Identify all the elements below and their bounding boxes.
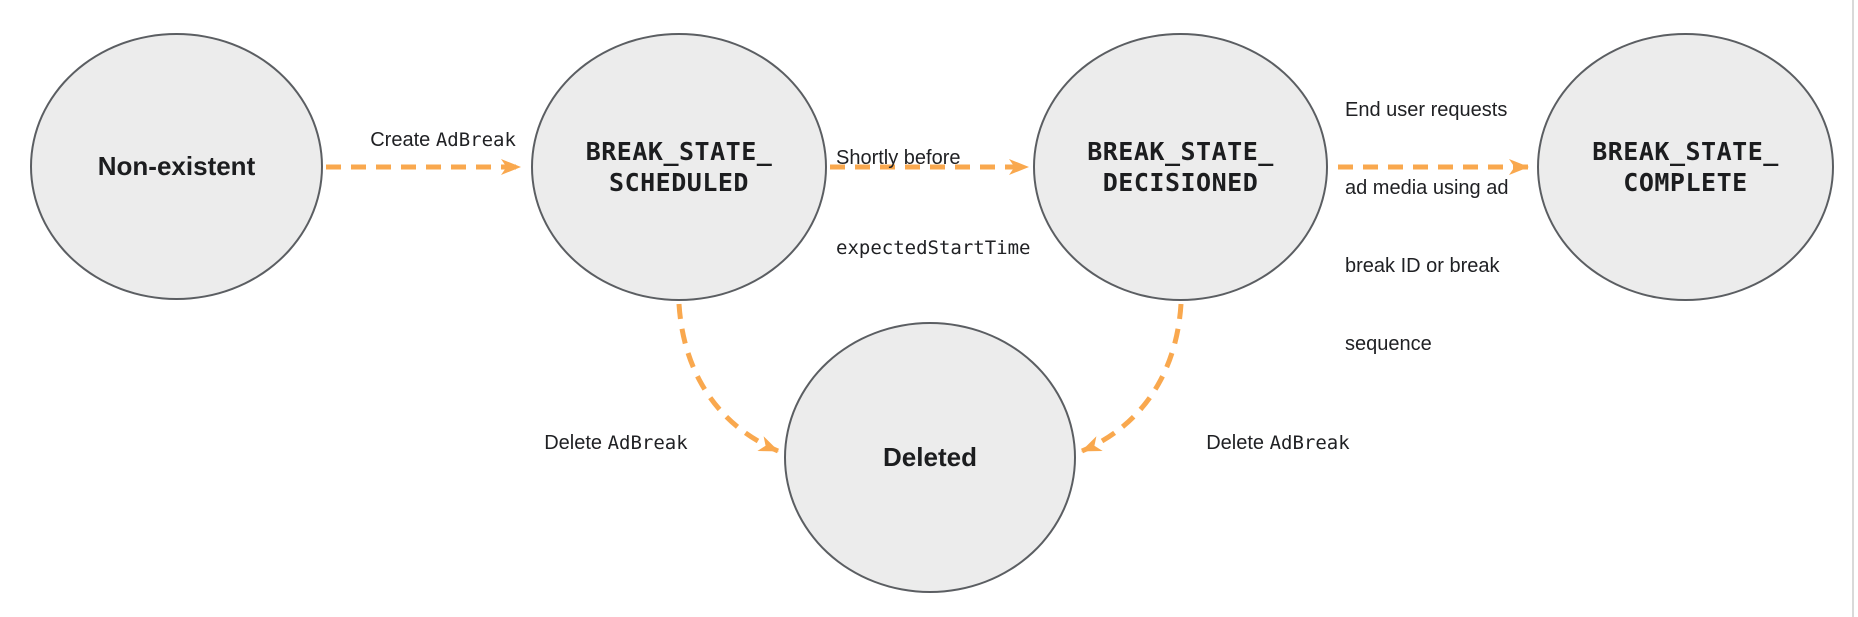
transition-label-text: Create — [370, 129, 436, 151]
state-label-line: BREAK_STATE_ — [1087, 137, 1274, 166]
state-node-break-state-complete: BREAK_STATE_ COMPLETE — [1537, 33, 1834, 301]
transition-label-delete-from-scheduled: Delete AdBreak — [522, 404, 688, 482]
transition-label-shortly-before: Shortly before expectedStartTime — [836, 83, 1030, 323]
state-label-break-state-complete: BREAK_STATE_ COMPLETE — [1592, 136, 1779, 198]
arrow-delete-from-scheduled — [676, 303, 779, 454]
transition-label-code: AdBreak — [435, 129, 516, 151]
state-node-deleted: Deleted — [784, 322, 1076, 593]
state-label-break-state-scheduled: BREAK_STATE_ SCHEDULED — [586, 136, 773, 198]
state-label-line: DECISIONED — [1102, 168, 1259, 197]
state-label-line: COMPLETE — [1623, 168, 1748, 197]
transition-label-line: sequence — [1345, 333, 1432, 355]
transition-label-line: ad media using ad — [1345, 177, 1509, 199]
state-node-break-state-decisioned: BREAK_STATE_ DECISIONED — [1033, 33, 1328, 301]
transition-label-create-adbreak: Create AdBreak — [348, 101, 516, 179]
arrow-delete-from-decisioned — [1081, 303, 1184, 454]
transition-label-code: AdBreak — [607, 432, 688, 454]
state-label-line: BREAK_STATE_ — [585, 137, 773, 166]
transition-label-text: Delete — [1206, 432, 1270, 454]
state-label-line: SCHEDULED — [609, 168, 749, 197]
state-node-non-existent: Non-existent — [30, 33, 323, 300]
page-edge-divider — [1852, 0, 1854, 617]
state-label-break-state-decisioned: BREAK_STATE_ DECISIONED — [1087, 136, 1274, 198]
transition-label-end-user-requests: End user requests ad media using ad brea… — [1345, 45, 1508, 409]
transition-label-line: End user requests — [1345, 99, 1508, 121]
transition-label-code: AdBreak — [1269, 432, 1350, 454]
state-label-non-existent: Non-existent — [97, 151, 256, 181]
transition-label-text: Shortly before — [836, 147, 961, 169]
transition-label-delete-from-decisioned: Delete AdBreak — [1184, 404, 1350, 482]
transition-label-code: expectedStartTime — [836, 237, 1031, 259]
transition-label-text: Delete — [544, 432, 608, 454]
state-label-deleted: Deleted — [883, 442, 977, 472]
state-label-line: BREAK_STATE_ — [1592, 137, 1779, 166]
transition-label-line: break ID or break — [1345, 255, 1500, 277]
state-node-break-state-scheduled: BREAK_STATE_ SCHEDULED — [531, 33, 827, 301]
